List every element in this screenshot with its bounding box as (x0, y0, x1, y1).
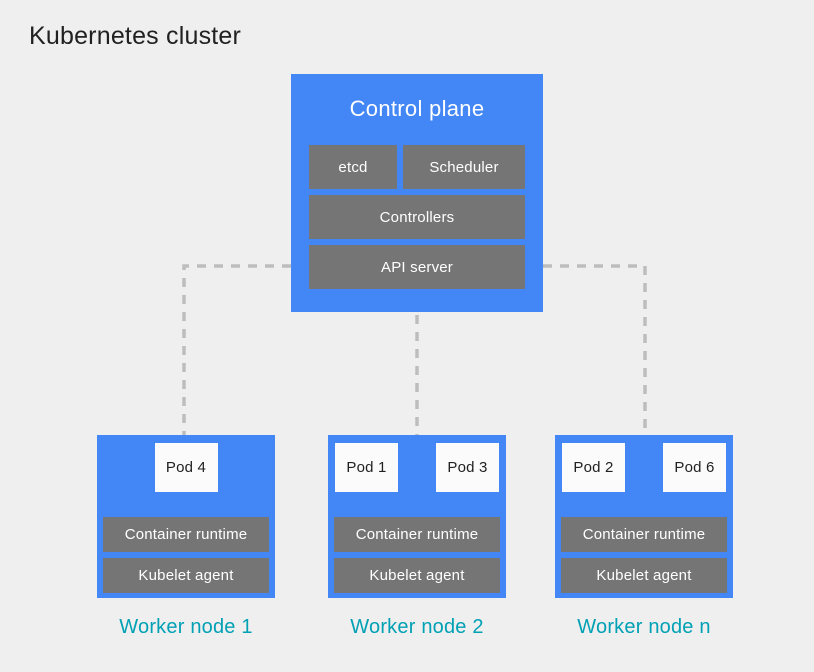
pod-2: Pod 2 (562, 443, 625, 492)
pod-row: Pod 2 Pod 6 (555, 443, 733, 492)
worker-node-n-label: Worker node n (577, 616, 711, 638)
connector-left (182, 264, 291, 435)
pod-1: Pod 1 (335, 443, 398, 492)
worker-node-2-label: Worker node 2 (350, 616, 484, 638)
component-container-runtime: Container runtime (334, 517, 500, 552)
component-kubelet-agent: Kubelet agent (561, 558, 727, 593)
worker-node-1-box: Pod 4 Container runtime Kubelet agent (97, 435, 275, 598)
component-container-runtime: Container runtime (561, 517, 727, 552)
pod-3: Pod 3 (436, 443, 499, 492)
worker-node-1-label: Worker node 1 (119, 616, 253, 638)
component-kubelet-agent: Kubelet agent (103, 558, 269, 593)
worker-node-2-box: Pod 1 Pod 3 Container runtime Kubelet ag… (328, 435, 506, 598)
pod-row: Pod 4 (97, 443, 275, 492)
component-controllers: Controllers (309, 195, 525, 239)
control-plane-box: Control plane etcd Scheduler Controllers… (291, 74, 543, 312)
component-container-runtime: Container runtime (103, 517, 269, 552)
component-api-server: API server (309, 245, 525, 289)
control-plane-title: Control plane (349, 96, 485, 121)
connector-right (543, 264, 647, 435)
pod-6: Pod 6 (663, 443, 726, 492)
component-etcd: etcd (309, 145, 397, 189)
diagram-title: Kubernetes cluster (29, 22, 242, 50)
worker-node-n-box: Pod 2 Pod 6 Container runtime Kubelet ag… (555, 435, 733, 598)
component-scheduler: Scheduler (403, 145, 525, 189)
pod-4: Pod 4 (154, 443, 218, 492)
pod-row: Pod 1 Pod 3 (328, 443, 506, 492)
component-kubelet-agent: Kubelet agent (334, 558, 500, 593)
